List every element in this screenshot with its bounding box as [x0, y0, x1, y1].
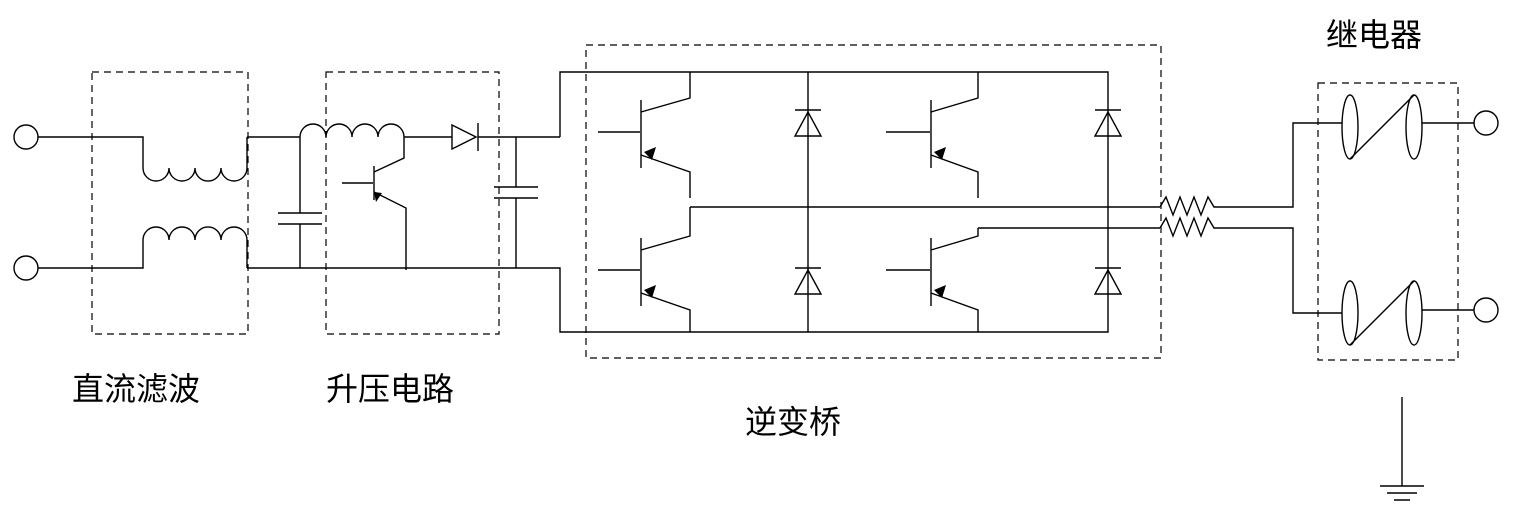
- ground-symbol: [1380, 397, 1424, 501]
- dc-filter-block: [91, 71, 249, 335]
- choke-top-inductor: [142, 137, 248, 182]
- inverter-bridge-block: [516, 44, 1162, 359]
- relay-contact-top: [1341, 94, 1499, 160]
- output-inductors: [1159, 122, 1342, 314]
- boost-circuit-block: [278, 71, 560, 335]
- igbt-q4: [886, 228, 979, 332]
- dc-filter-box: [91, 71, 249, 335]
- igbt-q2: [598, 207, 691, 332]
- relay-label: 继电器: [1326, 16, 1422, 54]
- igbt-q3: [886, 72, 979, 198]
- boost-inductor: [299, 123, 405, 138]
- relay-box: [1317, 82, 1459, 361]
- boost-circuit-label: 升压电路: [326, 370, 454, 408]
- inverter-bridge-box: [585, 44, 1162, 359]
- boost-input-capacitor: [278, 137, 322, 268]
- relay-contact-bottom: [1341, 280, 1499, 346]
- freewheel-diode-d4: [1093, 267, 1123, 295]
- inverter-bridge-label: 逆变桥: [745, 403, 841, 441]
- boost-switch-transistor: [342, 137, 407, 270]
- relay-block: [1317, 82, 1499, 361]
- dc-input-terminals: [13, 124, 144, 281]
- boost-diode: [451, 123, 560, 151]
- freewheel-diode-d2: [793, 267, 823, 295]
- freewheel-diode-d1: [793, 109, 823, 137]
- dc-link-capacitor: [494, 137, 538, 268]
- choke-bottom-inductor: [142, 226, 248, 268]
- boost-circuit-box: [325, 71, 500, 335]
- freewheel-diode-d3: [1093, 109, 1123, 137]
- dc-filter-label: 直流滤波: [72, 370, 200, 408]
- igbt-q1: [598, 72, 691, 198]
